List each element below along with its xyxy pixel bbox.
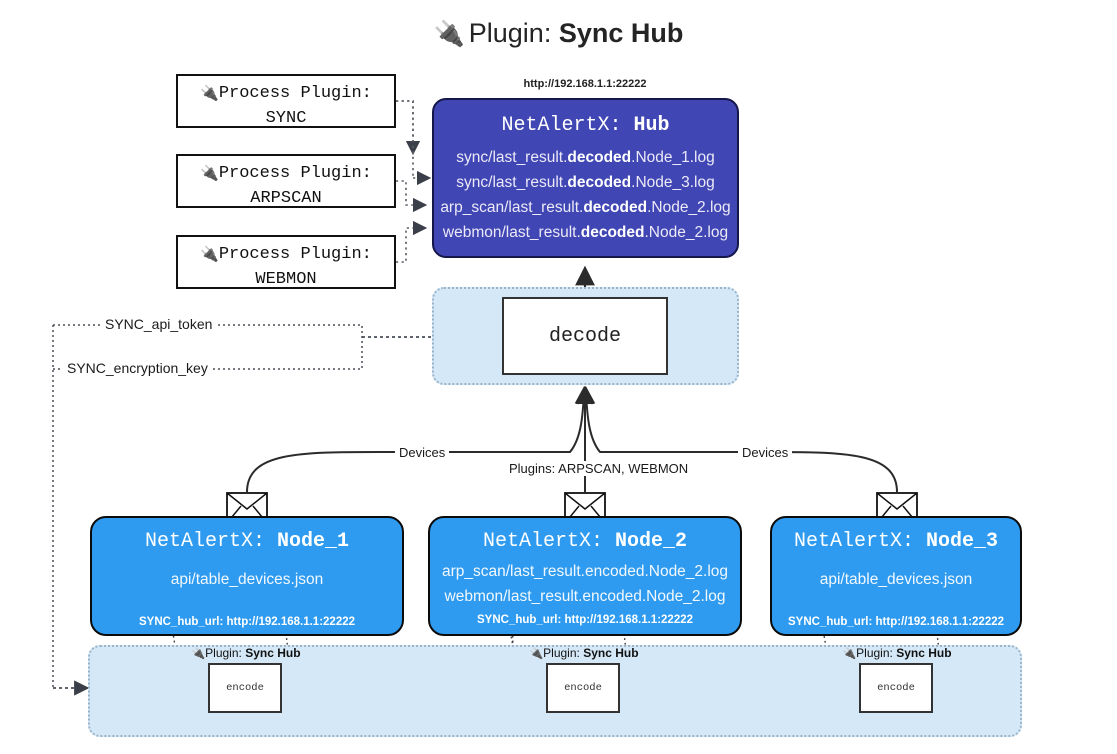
decode-label: decode — [548, 324, 621, 348]
node1-footer: SYNC_hub_url: http://192.168.1.1:22222 — [138, 616, 356, 629]
hub-title: NetAlertX: Hub — [434, 114, 737, 137]
hub-log-line-3: arp_scan/last_result.decoded.Node_2.log — [440, 199, 731, 217]
node-box-node1[interactable]: NetAlertX: Node_1 api/table_devices.json… — [90, 516, 404, 636]
proc-sync-line2: SYNC — [265, 108, 307, 128]
edge-arpscan-to-log3 — [396, 180, 428, 213]
hub-title-prefix: NetAlertX: — [501, 114, 622, 137]
hub-log-line-2: sync/last_result.decoded.Node_3.log — [456, 174, 715, 192]
node3-footer: SYNC_hub_url: http://192.168.1.1:22222 — [787, 616, 1005, 629]
process-plugin-webmon[interactable]: 🔌Process Plugin: WEBMON — [176, 235, 396, 289]
page-title: 🔌Plugin: Sync Hub — [0, 18, 1117, 49]
node2-title: NetAlertX: Node_2 — [482, 530, 688, 553]
edge-node3-to-decode — [577, 386, 898, 493]
proc-webmon-line2: WEBMON — [255, 269, 317, 289]
node2-line-1: arp_scan/last_result.encoded.Node_2.log — [441, 563, 729, 580]
sync-encryption-key-label: SYNC_encryption_key — [62, 360, 213, 376]
plug-icon: 🔌 — [200, 164, 219, 182]
page-title-name: Sync Hub — [558, 18, 684, 48]
plug-icon: 🔌 — [529, 648, 544, 660]
edge-label-plugins-center: Plugins: ARPSCAN, WEBMON — [505, 461, 693, 476]
edge-label-devices-left: Devices — [395, 445, 450, 460]
hub-url-label: http://192.168.1.1:22222 — [523, 78, 647, 90]
edge-sync-to-log2-trunk — [396, 100, 414, 178]
proc-arpscan-line1: Process Plugin: — [218, 164, 372, 183]
proc-webmon-line1: Process Plugin: — [218, 245, 372, 264]
plug-icon: 🔌 — [200, 84, 219, 102]
node2-footer: SYNC_hub_url: http://192.168.1.1:22222 — [476, 614, 694, 627]
node-box-node3[interactable]: NetAlertX: Node_3 api/table_devices.json… — [770, 516, 1022, 636]
plugin-label-node3: 🔌Plugin: Sync Hub — [842, 646, 952, 660]
encode-box-node1[interactable]: encode — [208, 663, 282, 713]
node3-title: NetAlertX: Node_3 — [793, 530, 999, 553]
plug-icon: 🔌 — [200, 245, 219, 263]
page-title-prefix: Plugin: — [468, 18, 552, 48]
hub-log-line-1: sync/last_result.decoded.Node_1.log — [456, 149, 715, 166]
proc-arpscan-line2: ARPSCAN — [250, 188, 322, 208]
hub-node-box[interactable]: NetAlertX: Hub sync/last_result.decoded.… — [432, 98, 739, 258]
encode-box-node2[interactable]: encode — [546, 663, 620, 713]
hub-title-name: Hub — [633, 114, 670, 137]
node1-line-1: api/table_devices.json — [170, 571, 324, 588]
plug-icon: 🔌 — [842, 648, 857, 660]
process-plugin-arpscan[interactable]: 🔌Process Plugin: ARPSCAN — [176, 154, 396, 208]
proc-sync-line1: Process Plugin: — [218, 84, 372, 103]
node-box-node2[interactable]: NetAlertX: Node_2 arp_scan/last_result.e… — [428, 516, 742, 636]
plug-icon: 🔌 — [191, 648, 206, 660]
decode-box[interactable]: decode — [502, 297, 668, 375]
node1-title: NetAlertX: Node_1 — [144, 530, 350, 553]
node2-line-2: webmon/last_result.encoded.Node_2.log — [444, 588, 726, 606]
edge-node1-to-decode — [246, 386, 593, 493]
edge-label-devices-right: Devices — [738, 445, 793, 460]
plugin-label-node1: 🔌Plugin: Sync Hub — [191, 646, 301, 660]
node3-line-1: api/table_devices.json — [819, 571, 973, 588]
process-plugin-sync[interactable]: 🔌Process Plugin: SYNC — [176, 74, 396, 128]
edge-sync-to-log1 — [396, 100, 421, 156]
plug-icon: 🔌 — [433, 20, 465, 48]
encode-box-node3[interactable]: encode — [859, 663, 933, 713]
hub-log-line-4: webmon/last_result.decoded.Node_2.log — [442, 224, 729, 242]
plugin-label-node2: 🔌Plugin: Sync Hub — [529, 646, 639, 660]
edge-webmon-to-log4 — [396, 220, 428, 263]
sync-api-token-label: SYNC_api_token — [100, 316, 218, 332]
